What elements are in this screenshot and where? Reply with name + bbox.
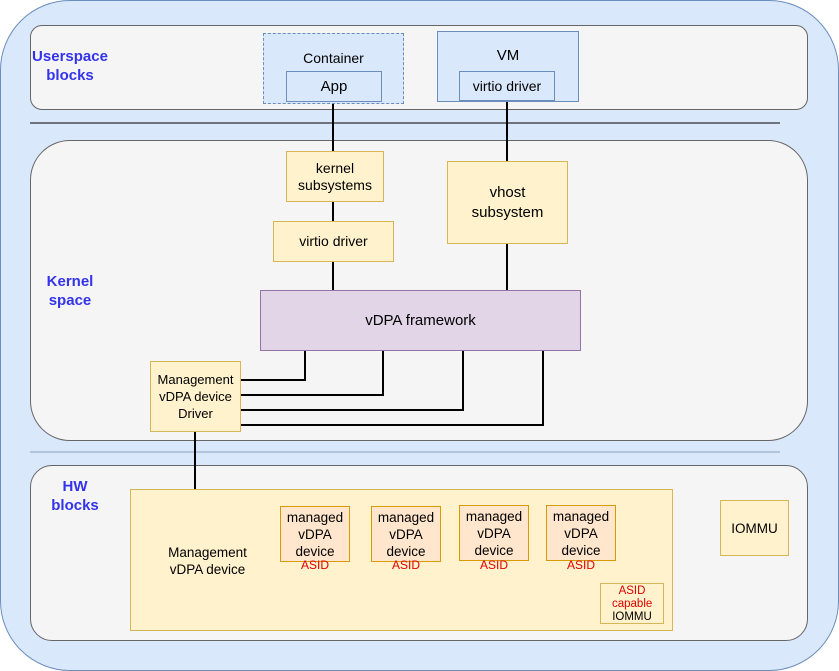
userspace-panel [30, 25, 808, 110]
asid-label-2: ASID [391, 558, 420, 572]
vm-label: VM [496, 47, 520, 64]
vhost-subsystem-box: vhost subsystem [447, 161, 568, 244]
managed-device-3: managed vDPA device [459, 505, 529, 561]
vm-virtio-driver: virtio driver [459, 71, 555, 101]
container-label: Container [303, 50, 364, 66]
userspace-label: Userspace blocks [32, 48, 108, 84]
managed-device-4: managed vDPA device [546, 505, 616, 561]
iommu-box: IOMMU [720, 500, 789, 556]
virtio-driver-box: virtio driver [273, 221, 394, 262]
asid-label-3: ASID [479, 558, 508, 572]
hw-label: HW blocks [51, 478, 99, 514]
asid-capable-iommu-box: ASID capable IOMMU [600, 583, 664, 624]
asid-label-4: ASID [566, 558, 595, 572]
asid-iommu-label: IOMMU [612, 611, 652, 623]
mgmt-device-label: Management vDPA device [168, 545, 247, 577]
asid-capable-label: ASID capable [612, 585, 653, 610]
kernel-label: Kernel space [46, 273, 94, 309]
asid-label-1: ASID [300, 558, 329, 572]
mgmt-links [240, 350, 544, 426]
managed-device-2: managed vDPA device [371, 506, 441, 562]
kernel-subsystems-box: kernel subsystems [286, 151, 384, 202]
app-box: App [286, 71, 382, 102]
vdpa-framework-box: vDPA framework [260, 290, 581, 351]
mgmt-driver-box: Management vDPA device Driver [150, 361, 241, 432]
managed-device-1: managed vDPA device [280, 506, 350, 562]
